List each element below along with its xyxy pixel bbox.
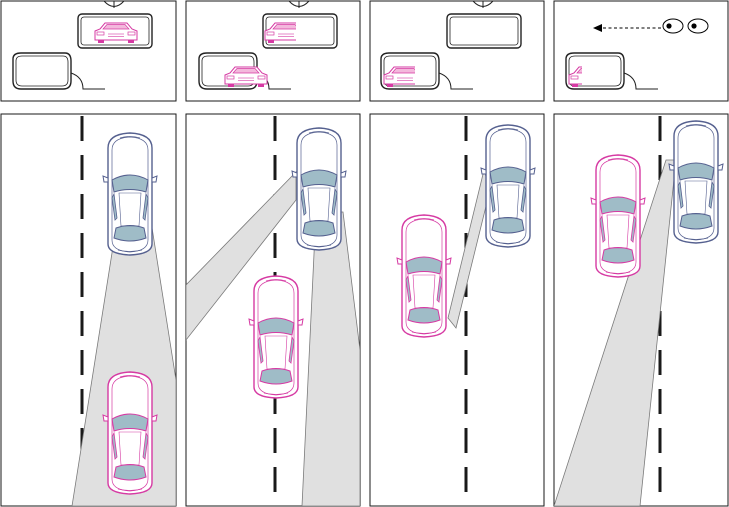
mirror-mount [103, 0, 125, 7]
lane-marking [80, 272, 84, 297]
lane-marking [658, 350, 662, 375]
lane-marking [273, 467, 277, 492]
lane-marking [273, 389, 277, 414]
overtaking-car-icon [590, 154, 646, 278]
road-scene [186, 116, 360, 506]
lane-marking [80, 311, 84, 336]
dashed-arrow-left-icon [593, 24, 602, 32]
mirror-arm [70, 72, 105, 90]
lane-marking [464, 428, 468, 453]
own-car-icon [291, 127, 347, 251]
own-car-icon [102, 132, 158, 256]
own-car-icon [480, 124, 536, 248]
side-mirror-glass [383, 55, 437, 87]
side-mirror-icon [12, 52, 72, 90]
lane-marking [464, 194, 468, 219]
road-scene [396, 116, 536, 492]
visibility-cone [186, 171, 297, 341]
overtaking-car-icon [102, 371, 158, 495]
lane-marking [464, 116, 468, 141]
lane-marking [273, 428, 277, 453]
eye-left-icon [662, 18, 684, 34]
rear-view-mirror-icon [446, 13, 522, 49]
lane-marking [464, 155, 468, 180]
mirror-mount [288, 0, 310, 7]
pupil-left [666, 23, 672, 29]
panel-4 [553, 0, 729, 507]
lane-marking [464, 467, 468, 492]
lane-marking [658, 155, 662, 180]
lane-marking [80, 233, 84, 258]
side-mirror-glass [568, 55, 622, 87]
lane-marking [273, 155, 277, 180]
visibility-cone [301, 211, 360, 506]
road-scene [71, 116, 176, 506]
rear-view-mirror-glass [80, 16, 150, 46]
lane-marking [273, 233, 277, 258]
lane-marking [658, 467, 662, 492]
panel-2 [185, 0, 361, 507]
side-mirror-glass [15, 55, 69, 87]
lane-marking [658, 311, 662, 336]
overtaking-car-icon [248, 275, 304, 399]
lane-marking [658, 428, 662, 453]
road-scene [554, 116, 724, 506]
panel-3 [369, 0, 545, 507]
lane-marking [464, 389, 468, 414]
lane-marking [658, 116, 662, 141]
lane-marking [273, 116, 277, 141]
panel-1 [0, 0, 177, 507]
lane-marking [80, 350, 84, 375]
overtaking-car-icon [396, 214, 452, 338]
mirror-arm [438, 72, 473, 90]
pupil-right [691, 23, 697, 29]
lane-marking [80, 389, 84, 414]
rear-view-mirror-glass [449, 16, 519, 46]
mirror-mount [472, 0, 494, 7]
lane-marking [80, 155, 84, 180]
eye-right-icon [687, 18, 709, 34]
lane-marking [464, 311, 468, 336]
lane-marking [80, 194, 84, 219]
own-car-icon [668, 120, 724, 244]
lane-marking [80, 116, 84, 141]
lane-marking [464, 350, 468, 375]
mirror-arm [623, 72, 658, 90]
lane-marking [658, 389, 662, 414]
